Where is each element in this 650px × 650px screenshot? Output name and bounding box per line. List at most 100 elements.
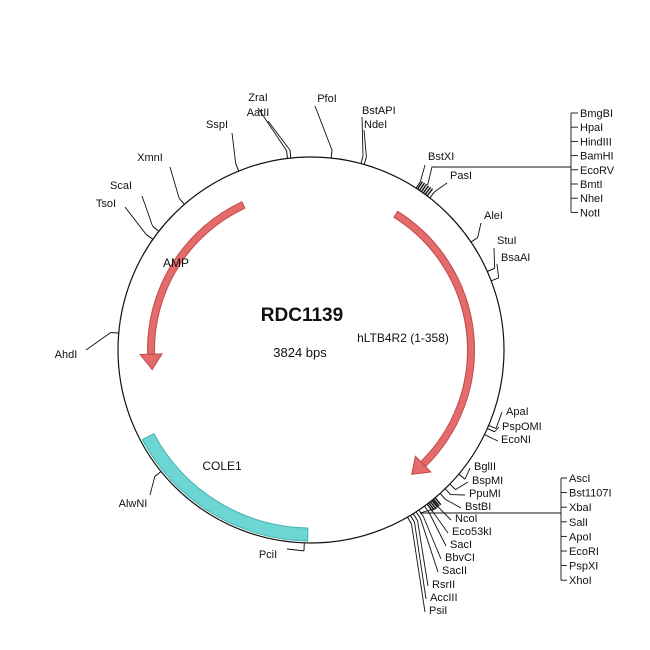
- site-leader-stui: [493, 247, 496, 269]
- site-label-aatii: AatII: [247, 107, 270, 119]
- site-label-scai: ScaI: [110, 180, 132, 192]
- plasmid-name: RDC1139: [261, 305, 343, 326]
- feature-label-hltb4r2: hLTB4R2 (1-358): [357, 331, 449, 345]
- site-label-psii: PsiI: [429, 605, 447, 617]
- site-label-pfoi: PfoI: [317, 93, 337, 105]
- site-leader-bstbi: [445, 498, 462, 509]
- group-tick-mcs-bottom: [432, 498, 440, 507]
- site-tick-saci: [424, 505, 430, 513]
- site-label-apai: ApaI: [506, 406, 529, 418]
- site-label-tsoi: TsoI: [96, 198, 116, 210]
- site-leader-alei: [477, 222, 482, 238]
- site-label-eco53ki: Eco53kI: [452, 526, 492, 538]
- feature-amp-arrowhead: [139, 353, 163, 371]
- group-tick-mcs-top: [422, 185, 430, 194]
- site-label-ncoi: NcoI: [455, 513, 478, 525]
- site-label-xbai: XbaI: [569, 502, 592, 514]
- site-leader-zrai: [257, 107, 287, 151]
- site-label-bsaai: BsaAI: [501, 252, 530, 264]
- group-tick-mcs-top: [416, 181, 424, 190]
- group-leader-mcs-top: [427, 166, 571, 186]
- site-leader-xmni: [169, 166, 180, 199]
- site-leader-bspmi: [455, 481, 469, 491]
- site-leader-scai: [141, 195, 154, 227]
- site-leader-aatii: [267, 120, 291, 151]
- site-leader-psii: [411, 524, 426, 613]
- site-leader-pspomi: [494, 426, 500, 433]
- site-label-hindiii: HindIII: [580, 136, 612, 148]
- site-label-alei: AleI: [484, 210, 503, 222]
- site-label-bmti: BmtI: [580, 179, 603, 191]
- site-label-zrai: ZraI: [248, 92, 268, 104]
- site-label-bbvci: BbvCI: [445, 552, 475, 564]
- site-tick-alei: [470, 237, 478, 243]
- site-label-ecorv: EcoRV: [580, 165, 615, 177]
- site-leader-sspi: [231, 132, 237, 164]
- group-tick-mcs-bottom: [431, 499, 439, 508]
- site-label-sacii: SacII: [442, 565, 467, 577]
- feature-label-cole1: COLE1: [202, 459, 242, 473]
- site-leader-ndei: [363, 129, 367, 157]
- site-tick-ahdi: [110, 331, 119, 334]
- site-tick-bstapi: [360, 155, 364, 164]
- site-tick-xmni: [178, 197, 185, 205]
- site-label-xmni: XmnI: [137, 152, 163, 164]
- site-leader-rsrii: [417, 520, 429, 587]
- site-leader-apai: [495, 411, 503, 429]
- site-label-pspxi: PspXI: [569, 561, 598, 573]
- site-tick-pfoi: [330, 150, 333, 159]
- feature-cole1-block: [141, 432, 309, 542]
- site-label-noti: NotI: [580, 207, 600, 219]
- site-leader-bglii: [464, 467, 471, 480]
- site-label-stui: StuI: [497, 235, 517, 247]
- site-tick-alwni: [154, 471, 162, 477]
- site-label-pasi: PasI: [450, 170, 472, 182]
- site-leader-pcii: [286, 548, 305, 552]
- site-tick-apai: [488, 424, 497, 429]
- site-tick-bglii: [458, 473, 466, 480]
- group-tick-mcs-top: [418, 182, 426, 191]
- site-label-sali: SalI: [569, 517, 588, 529]
- site-leader-pasi: [434, 182, 448, 192]
- site-leaders: [85, 105, 503, 613]
- site-tick-sacii: [415, 511, 421, 519]
- site-label-pspomi: PspOMI: [502, 421, 542, 433]
- site-label-asci: AscI: [569, 473, 590, 485]
- site-tick-zrai: [286, 150, 288, 159]
- site-tick-econi: [484, 434, 492, 439]
- site-tick-ndei: [363, 156, 367, 165]
- site-leader-sacii: [420, 518, 439, 573]
- site-leader-bbvci: [422, 516, 442, 560]
- site-label-ppumi: PpuMI: [469, 488, 501, 500]
- group-tick-mcs-bottom: [434, 497, 442, 506]
- site-leader-tsoi: [124, 206, 147, 235]
- site-leader-eco53ki: [431, 510, 449, 534]
- site-tick-bstbi: [439, 493, 446, 500]
- site-labels: ZraIAatIIPfoIBstAPINdeISspIXmnIScaITsoIA…: [55, 92, 542, 617]
- site-leader-ahdi: [85, 332, 112, 351]
- site-tick-rsrii: [412, 513, 418, 521]
- site-tick-ppumi: [444, 488, 451, 495]
- site-label-alwni: AlwNI: [119, 498, 148, 510]
- site-groups: BmgBIHpaIHindIIIBamHIEcoRVBmtINheINotIAs…: [416, 108, 615, 587]
- site-label-xhoi: XhoI: [569, 575, 592, 587]
- site-tick-bstxi: [415, 181, 421, 189]
- site-leader-pfoi: [314, 105, 333, 151]
- site-label-econi: EcoNI: [501, 434, 531, 446]
- site-label-apoi: ApoI: [569, 531, 592, 543]
- site-label-nhei: NheI: [580, 193, 603, 205]
- feature-amp-body: [147, 201, 246, 355]
- site-tick-psii: [407, 516, 412, 525]
- site-tick-stui: [487, 267, 495, 272]
- site-label-bst1107i: Bst1107I: [569, 488, 612, 500]
- site-leader-bstapi: [361, 116, 364, 156]
- site-tick-scai: [152, 225, 160, 232]
- group-leader-mcs-bottom: [419, 507, 561, 514]
- site-label-hpai: HpaI: [580, 122, 603, 134]
- site-tick-pspomi: [487, 428, 495, 433]
- site-label-ahdi: AhdI: [55, 349, 78, 361]
- site-leader-econi: [491, 437, 499, 442]
- site-tick-sspi: [235, 163, 240, 172]
